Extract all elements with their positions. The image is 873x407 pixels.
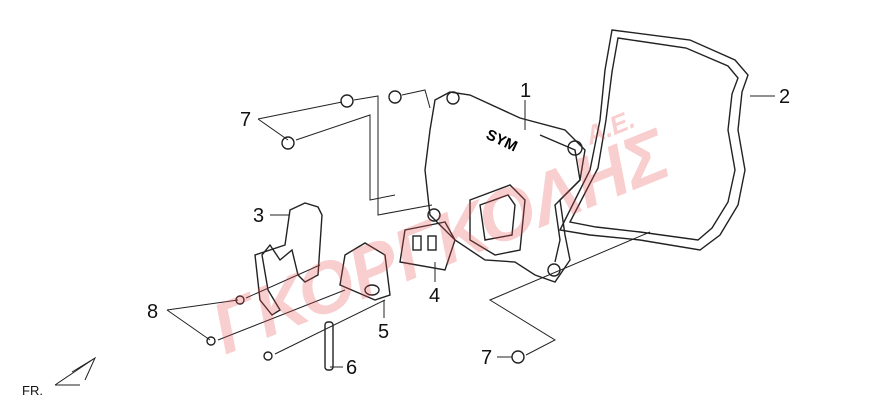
callout-1: 1 bbox=[520, 80, 531, 102]
callout-2: 2 bbox=[779, 86, 790, 108]
callout-7-top: 7 bbox=[240, 109, 251, 131]
callout-7-bottom: 7 bbox=[481, 347, 492, 369]
callout-3: 3 bbox=[253, 205, 264, 227]
callout-4: 4 bbox=[429, 285, 440, 307]
watermark: ΓΚΟΡΓΚΟΛΗΣ bbox=[201, 114, 681, 370]
callout-5: 5 bbox=[378, 321, 389, 343]
reed-plate-part bbox=[399, 221, 456, 271]
cover-part bbox=[424, 91, 586, 283]
gasket-part bbox=[558, 29, 749, 251]
cover-logo: SYM bbox=[483, 126, 520, 155]
front-direction-arrow-icon bbox=[54, 356, 97, 386]
callout-8: 8 bbox=[147, 301, 158, 323]
leader-lines bbox=[166, 89, 775, 368]
front-direction-label: FR. bbox=[22, 383, 43, 398]
valve-cover-part bbox=[339, 242, 391, 301]
callout-6: 6 bbox=[346, 357, 357, 379]
bolt-icons bbox=[206, 90, 525, 364]
clamp-strip-part bbox=[324, 321, 334, 371]
